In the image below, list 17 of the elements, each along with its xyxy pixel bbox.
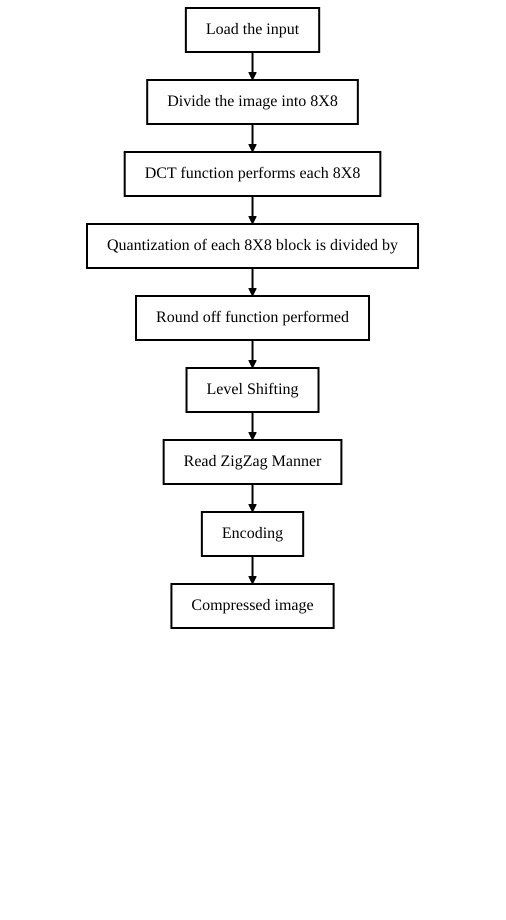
node-box: Load the input <box>185 7 321 53</box>
node-box: DCT function performs each 8X8 <box>124 151 382 197</box>
arrow <box>248 556 258 584</box>
node-box: Round off function performed <box>136 295 370 341</box>
arrow <box>248 412 258 440</box>
node-box: Level Shifting <box>186 367 320 413</box>
arrow <box>248 268 258 296</box>
node-box: Quantization of each 8X8 block is divided by <box>86 223 420 269</box>
node-box: Encoding <box>201 511 305 557</box>
node-box: Divide the image into 8X8 <box>146 79 360 125</box>
node-box: Compressed image <box>170 583 336 629</box>
node-box: Read ZigZag Manner <box>163 439 343 485</box>
arrow <box>248 124 258 152</box>
arrow <box>248 340 258 368</box>
arrow <box>248 52 258 80</box>
arrow <box>248 196 258 224</box>
arrow <box>248 484 258 512</box>
